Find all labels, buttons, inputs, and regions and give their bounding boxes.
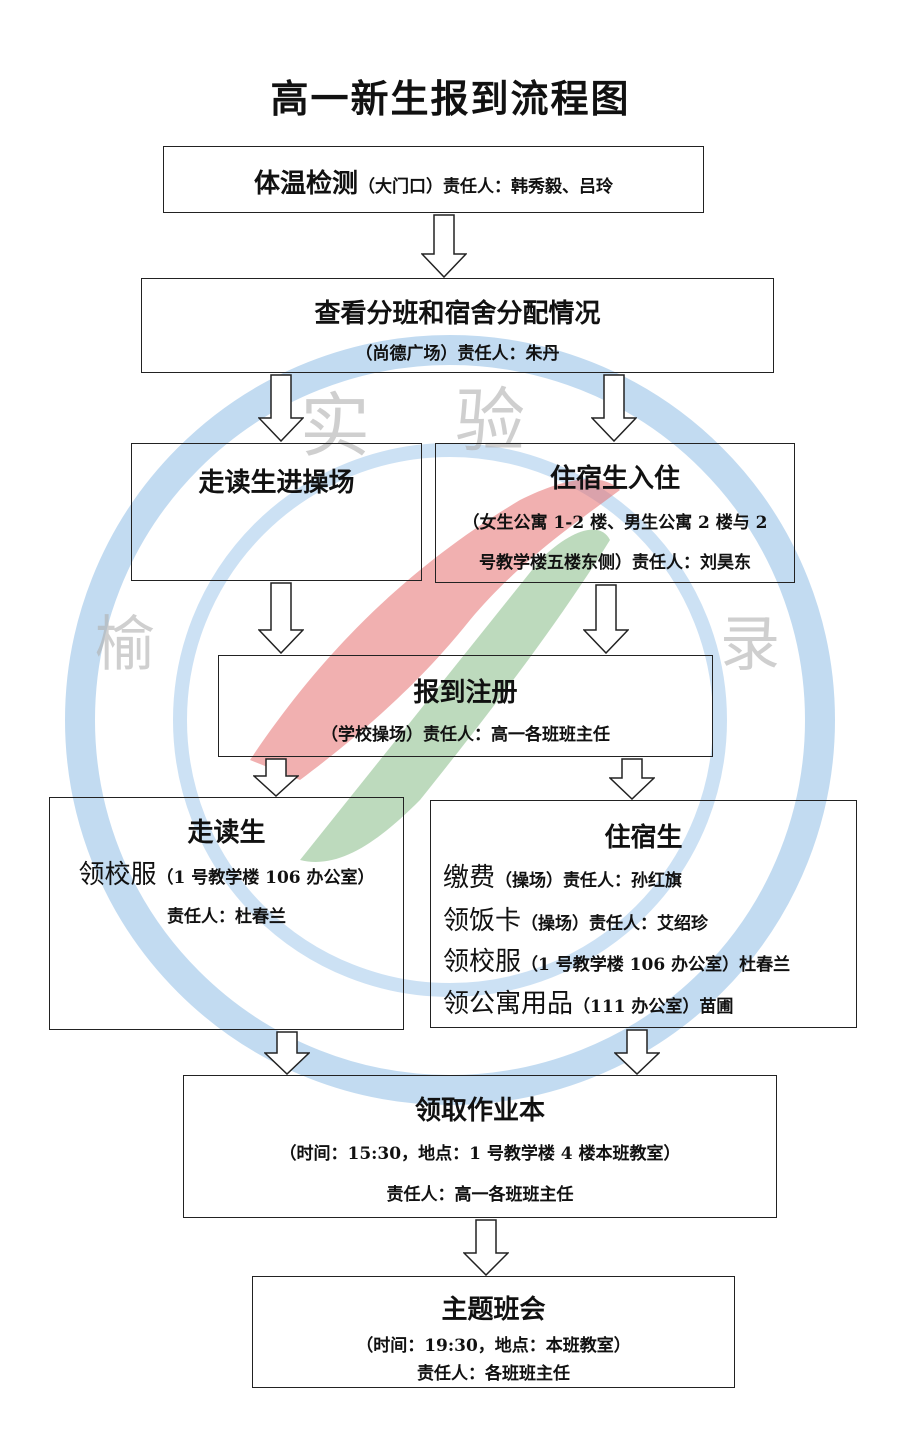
boarding-item-supplies: 领公寓用品（111 办公室）苗圃: [443, 983, 856, 1020]
watermark-inner-ring: [173, 443, 727, 997]
step-boarding-checkin-box: 住宿生入住 （女生公寓 1-2 楼、男生公寓 2 楼与 2 号教学楼五楼东侧）责…: [435, 443, 795, 583]
boarding-item-supplies-main: 领公寓用品: [443, 989, 574, 1019]
step-check-class-main: 查看分班和宿舍分配情况: [314, 299, 601, 329]
arrow-homework-to-meeting: [463, 1219, 509, 1276]
boarding-item-meal-card-note: （操场）责任人：艾绍珍: [521, 914, 709, 934]
arrow-field-to-register: [258, 582, 304, 654]
step-class-meeting-box: 主题班会 （时间：19:30，地点：本班教室） 责任人：各班班主任: [252, 1276, 735, 1388]
step-day-student-item-main: 领校服: [78, 860, 157, 890]
arrow-temp-to-check: [421, 214, 467, 278]
step-temperature-line: 体温检测（大门口）责任人：韩秀毅、吕玲: [164, 163, 703, 200]
step-class-meeting-person: 责任人：各班班主任: [417, 1364, 570, 1384]
arrow-register-to-boarding: [609, 758, 655, 800]
arrow-check-to-boarding: [591, 374, 637, 442]
arrow-day-to-homework: [264, 1031, 310, 1075]
arrow-boarding-to-homework: [614, 1029, 660, 1075]
boarding-item-fee-note: （操场）责任人：孙红旗: [495, 871, 683, 891]
boarding-item-uniform-note: （1 号教学楼 106 办公室）杜春兰: [521, 955, 791, 975]
step-register-note: （学校操场）责任人：高一各班班主任: [321, 725, 610, 745]
step-class-meeting-note: （时间：19:30，地点：本班教室）: [356, 1336, 631, 1356]
page-title: 高一新生报到流程图: [270, 77, 631, 121]
step-temperature-box: 体温检测（大门口）责任人：韩秀毅、吕玲: [163, 146, 704, 213]
boarding-item-fee-main: 缴费: [443, 863, 496, 893]
step-homework-note: （时间：15:30，地点：1 号教学楼 4 楼本班教室）: [279, 1144, 681, 1164]
step-boarding-checkin-main: 住宿生入住: [549, 464, 680, 494]
step-day-student-person: 责任人：杜春兰: [167, 907, 286, 927]
step-class-meeting-main: 主题班会: [441, 1295, 546, 1325]
arrow-boarding-to-register: [583, 584, 629, 654]
step-boarding-checkin-note1: （女生公寓 1-2 楼、男生公寓 2 楼与 2: [462, 513, 768, 533]
boarding-item-meal-card: 领饭卡（操场）责任人：艾绍珍: [443, 900, 856, 937]
step-temperature-note: （大门口）责任人：韩秀毅、吕玲: [358, 177, 613, 197]
step-day-student-field-main: 走读生进操场: [198, 468, 355, 498]
step-day-student-main: 走读生: [187, 818, 266, 848]
step-boarding-student-main: 住宿生: [604, 823, 683, 853]
boarding-item-uniform-main: 领校服: [443, 947, 522, 977]
step-register-main: 报到注册: [413, 678, 518, 708]
step-check-class-note: （尚德广场）责任人：朱丹: [355, 344, 560, 364]
boarding-item-uniform: 领校服（1 号教学楼 106 办公室）杜春兰: [443, 941, 856, 978]
watermark-char-4: 录: [720, 610, 780, 680]
watermark-char-3: 榆: [95, 610, 155, 680]
step-day-student-box: 走读生 领校服（1 号教学楼 106 办公室） 责任人：杜春兰: [49, 797, 404, 1030]
boarding-item-meal-card-main: 领饭卡: [443, 906, 522, 936]
step-homework-box: 领取作业本 （时间：15:30，地点：1 号教学楼 4 楼本班教室） 责任人：高…: [183, 1075, 777, 1218]
step-temperature-main: 体温检测: [253, 169, 358, 199]
boarding-item-supplies-note: （111 办公室）苗圃: [573, 997, 734, 1017]
step-check-class-box: 查看分班和宿舍分配情况 （尚德广场）责任人：朱丹: [141, 278, 774, 373]
watermark-red-shape: [250, 479, 620, 780]
step-day-student-item-note: （1 号教学楼 106 办公室）: [156, 868, 375, 888]
arrow-check-to-field: [258, 374, 304, 442]
step-day-student-field-box: 走读生进操场: [131, 443, 422, 581]
watermark-outer-ring: [65, 335, 835, 1105]
step-homework-person: 责任人：高一各班班主任: [386, 1185, 574, 1205]
step-boarding-student-box: 住宿生 缴费（操场）责任人：孙红旗 领饭卡（操场）责任人：艾绍珍 领校服（1 号…: [430, 800, 857, 1028]
arrow-register-to-day: [253, 758, 299, 797]
step-day-student-item: 领校服（1 号教学楼 106 办公室）: [50, 854, 403, 891]
watermark-char-2: 验: [455, 380, 525, 462]
step-register-box: 报到注册 （学校操场）责任人：高一各班班主任: [218, 655, 713, 757]
watermark-green-shape: [300, 529, 610, 862]
watermark-char-1: 实: [300, 385, 370, 467]
step-homework-main: 领取作业本: [414, 1096, 545, 1126]
boarding-item-fee: 缴费（操场）责任人：孙红旗: [443, 857, 856, 894]
step-boarding-checkin-note2: 号教学楼五楼东侧）责任人：刘昊东: [479, 553, 751, 573]
